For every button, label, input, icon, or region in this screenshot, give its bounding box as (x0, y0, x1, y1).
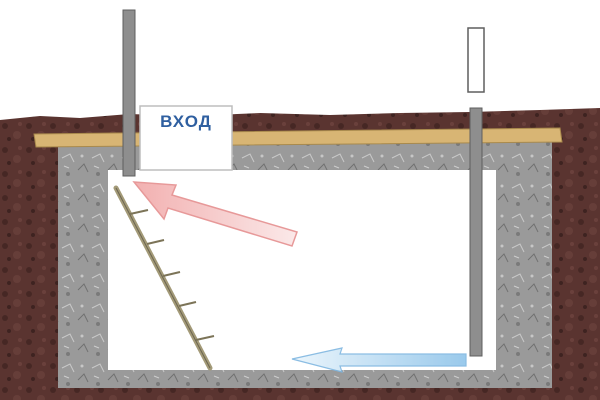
entry-hatch (139, 105, 233, 171)
exhaust-pipe-cap (467, 27, 485, 93)
ladder (113, 185, 215, 371)
supply-pipe (122, 9, 136, 177)
entry-label: ВХОД (160, 112, 212, 131)
cold-air-arrow-icon (291, 347, 467, 373)
sky (0, 0, 600, 120)
warm-air-arrow-icon (132, 181, 298, 247)
exhaust-pipe (469, 107, 483, 357)
